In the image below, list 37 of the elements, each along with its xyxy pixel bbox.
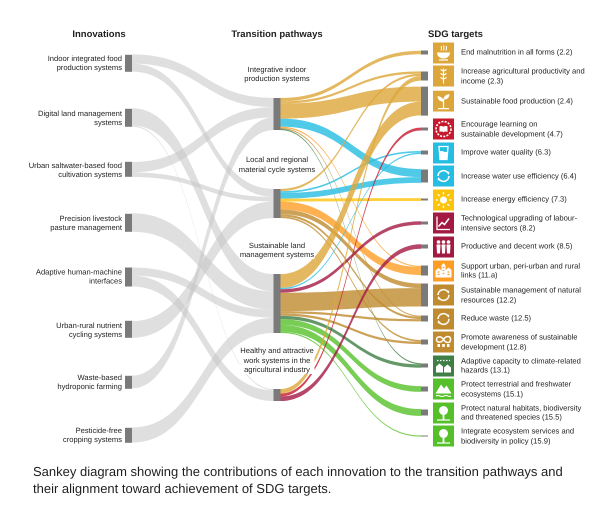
flow-band [280,152,421,290]
flow-band [280,316,421,368]
flow-band [132,107,274,172]
flow-band [132,108,274,292]
flow-band [280,313,421,344]
flow-band [280,102,421,288]
flow-band [132,213,274,310]
flow-band [280,150,421,193]
flow-band [280,118,421,178]
flow-band [280,319,421,392]
flow-band [280,177,421,199]
column-heading: Innovations [72,29,126,40]
flow-band [280,210,421,288]
caption: Sankey diagram showing the contributions of each innovation to the transition pathways and their alignment toward achievement of SDG targets. [33,463,564,497]
flow-band [280,86,421,119]
flow-band [280,198,421,202]
flow-band [280,311,421,322]
flow-band [132,268,274,318]
flow-band [132,54,274,108]
flow-band [280,50,421,102]
flow-band [132,64,274,197]
flow-band [280,332,421,437]
flow-band [280,76,421,394]
flow-band [280,74,421,192]
flow-band [280,221,421,293]
flow-band [132,172,274,202]
column-heading: Transition pathways [231,29,323,40]
flow-band [280,71,421,104]
flow-band [280,244,421,402]
flow-band [280,324,421,416]
flow-band [280,202,421,276]
flow-band [280,126,421,268]
flow-band [280,288,421,312]
flow-band [132,318,274,443]
flow-band [132,276,274,402]
column-heading: SDG targets [428,29,483,40]
flow-band [132,202,274,338]
